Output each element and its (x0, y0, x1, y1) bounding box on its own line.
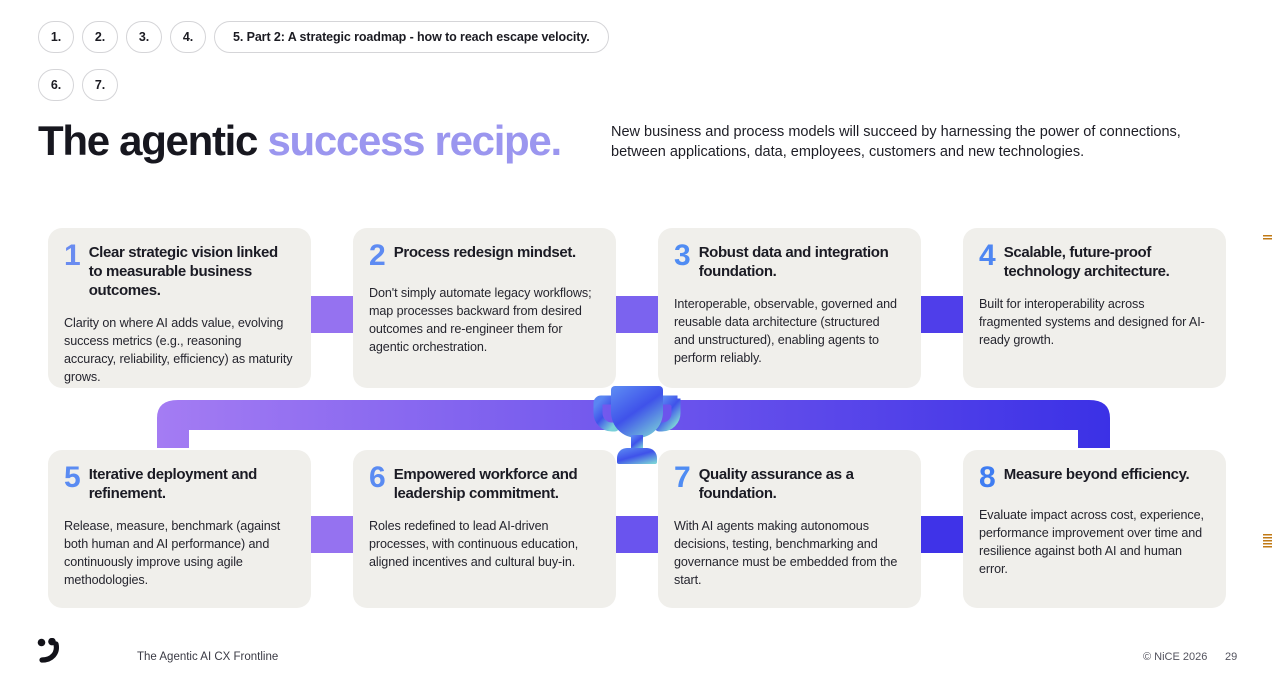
card-body: With AI agents making autonomous decisio… (674, 518, 898, 588)
card-body: Evaluate impact across cost, experience,… (979, 507, 1204, 576)
breadcrumb: 1. 2. 3. 4. 5. Part 2: A strategic roadm… (38, 21, 1218, 101)
card-title: Quality assurance as a foundation. (698, 466, 854, 502)
card-number: 1 (64, 239, 81, 272)
card-6[interactable]: 6 Empowered workforce and leadership com… (353, 450, 616, 608)
page-subtitle: New business and process models will suc… (611, 124, 1181, 160)
card-body: Built for interoperability across fragme… (979, 296, 1205, 348)
page-title-accent: success recipe. (267, 117, 562, 164)
footer-document-name: The Agentic AI CX Frontline (137, 651, 279, 663)
breadcrumb-chip-1[interactable]: 1. (38, 21, 74, 53)
card-header: 4 Scalable, future-proof technology arch… (979, 239, 1208, 282)
card-slot-1: 1 Clear strategic vision linked to measu… (48, 228, 354, 388)
card-4[interactable]: 4 Scalable, future-proof technology arch… (963, 228, 1226, 388)
card-title: Robust data and integration foundation. (698, 244, 889, 280)
page-title-lead: The agentic (38, 117, 268, 164)
breadcrumb-chip-label: 1. (50, 30, 62, 44)
connector-6-7 (616, 516, 659, 553)
card-body: Release, measure, benchmark (against bot… (64, 518, 281, 588)
breadcrumb-chip-label: 7. (94, 78, 106, 92)
card-slot-3: 3 Robust data and integration foundation… (658, 228, 964, 388)
card-3[interactable]: 3 Robust data and integration foundation… (658, 228, 921, 388)
card-title: Empowered workforce and leadership commi… (393, 466, 578, 502)
card-number: 7 (674, 461, 691, 494)
nice-smiley-logo-icon (36, 637, 66, 664)
card-1[interactable]: 1 Clear strategic vision linked to measu… (48, 228, 311, 388)
card-slot-5: 5 Iterative deployment and refinement. R… (48, 450, 354, 608)
card-title: Scalable, future-proof technology archit… (1003, 244, 1170, 280)
card-number: 2 (369, 239, 386, 272)
trophy-icon-svg (593, 386, 681, 464)
card-slot-2: 2 Process redesign mindset. Don't simply… (353, 228, 659, 388)
card-title: Clear strategic vision linked to measura… (88, 244, 278, 299)
breadcrumb-chip-label: 6. (50, 78, 62, 92)
card-slot-6: 6 Empowered workforce and leadership com… (353, 450, 659, 608)
footer-page-number: 29 (1225, 651, 1238, 663)
breadcrumb-chip-3[interactable]: 3. (126, 21, 162, 53)
trophy-stem (631, 435, 643, 449)
card-slot-8: 8 Measure beyond efficiency. Evaluate im… (963, 450, 1268, 608)
card-body: Don't simply automate legacy workflows; … (369, 285, 592, 354)
breadcrumb-chip-label: 3. (138, 30, 150, 44)
breadcrumb-chip-5-active[interactable]: 5. Part 2: A strategic roadmap - how to … (214, 21, 609, 53)
card-slot-4: 4 Scalable, future-proof technology arch… (963, 228, 1268, 388)
connector-7-8 (921, 516, 964, 553)
card-number: 3 (674, 239, 691, 272)
connector-1-2 (311, 296, 354, 333)
edge-marker-bottom (1263, 534, 1272, 548)
breadcrumb-chip-6[interactable]: 6. (38, 69, 74, 101)
card-title: Measure beyond efficiency. (1003, 466, 1190, 483)
card-header: 2 Process redesign mindset. (369, 239, 598, 272)
edge-marker-top (1263, 235, 1272, 240)
card-body: Clarity on where AI adds value, evolving… (64, 315, 293, 385)
breadcrumb-chip-2[interactable]: 2. (82, 21, 118, 53)
breadcrumb-chip-label: 4. (182, 30, 194, 44)
card-number: 8 (979, 461, 996, 494)
card-number: 4 (979, 239, 996, 272)
card-7[interactable]: 7 Quality assurance as a foundation. Wit… (658, 450, 921, 608)
connector-2-3 (616, 296, 659, 333)
card-header: 1 Clear strategic vision linked to measu… (64, 239, 293, 301)
card-header: 8 Measure beyond efficiency. (979, 461, 1208, 494)
breadcrumb-chip-label: 5. Part 2: A strategic roadmap - how to … (233, 30, 590, 44)
card-number: 6 (369, 461, 386, 494)
card-slot-7: 7 Quality assurance as a foundation. Wit… (658, 450, 964, 608)
breadcrumb-chip-7[interactable]: 7. (82, 69, 118, 101)
card-2[interactable]: 2 Process redesign mindset. Don't simply… (353, 228, 616, 388)
connector-5-6 (311, 516, 354, 553)
trophy-cup (611, 386, 663, 438)
card-header: 6 Empowered workforce and leadership com… (369, 461, 598, 504)
card-body: Interoperable, observable, governed and … (674, 296, 897, 366)
card-header: 3 Robust data and integration foundation… (674, 239, 903, 282)
card-5[interactable]: 5 Iterative deployment and refinement. R… (48, 450, 311, 608)
trophy-base (617, 448, 657, 464)
card-8[interactable]: 8 Measure beyond efficiency. Evaluate im… (963, 450, 1226, 608)
card-body: Roles redefined to lead AI-driven proces… (369, 518, 579, 570)
cards-row-bottom: 5 Iterative deployment and refinement. R… (48, 450, 1268, 608)
card-title: Iterative deployment and refinement. (88, 466, 258, 502)
card-number: 5 (64, 461, 81, 494)
connector-3-4 (921, 296, 964, 333)
breadcrumb-chip-label: 2. (94, 30, 106, 44)
breadcrumb-chip-4[interactable]: 4. (170, 21, 206, 53)
trophy-icon (591, 380, 683, 468)
cards-row-top: 1 Clear strategic vision linked to measu… (48, 228, 1268, 388)
card-header: 7 Quality assurance as a foundation. (674, 461, 903, 504)
footer-copyright: © NiCE 2026 (1143, 651, 1208, 663)
card-header: 5 Iterative deployment and refinement. (64, 461, 293, 504)
nice-smiley-logo-svg (37, 637, 59, 663)
card-title: Process redesign mindset. (393, 244, 577, 261)
page-title: The agentic success recipe. (38, 117, 562, 164)
